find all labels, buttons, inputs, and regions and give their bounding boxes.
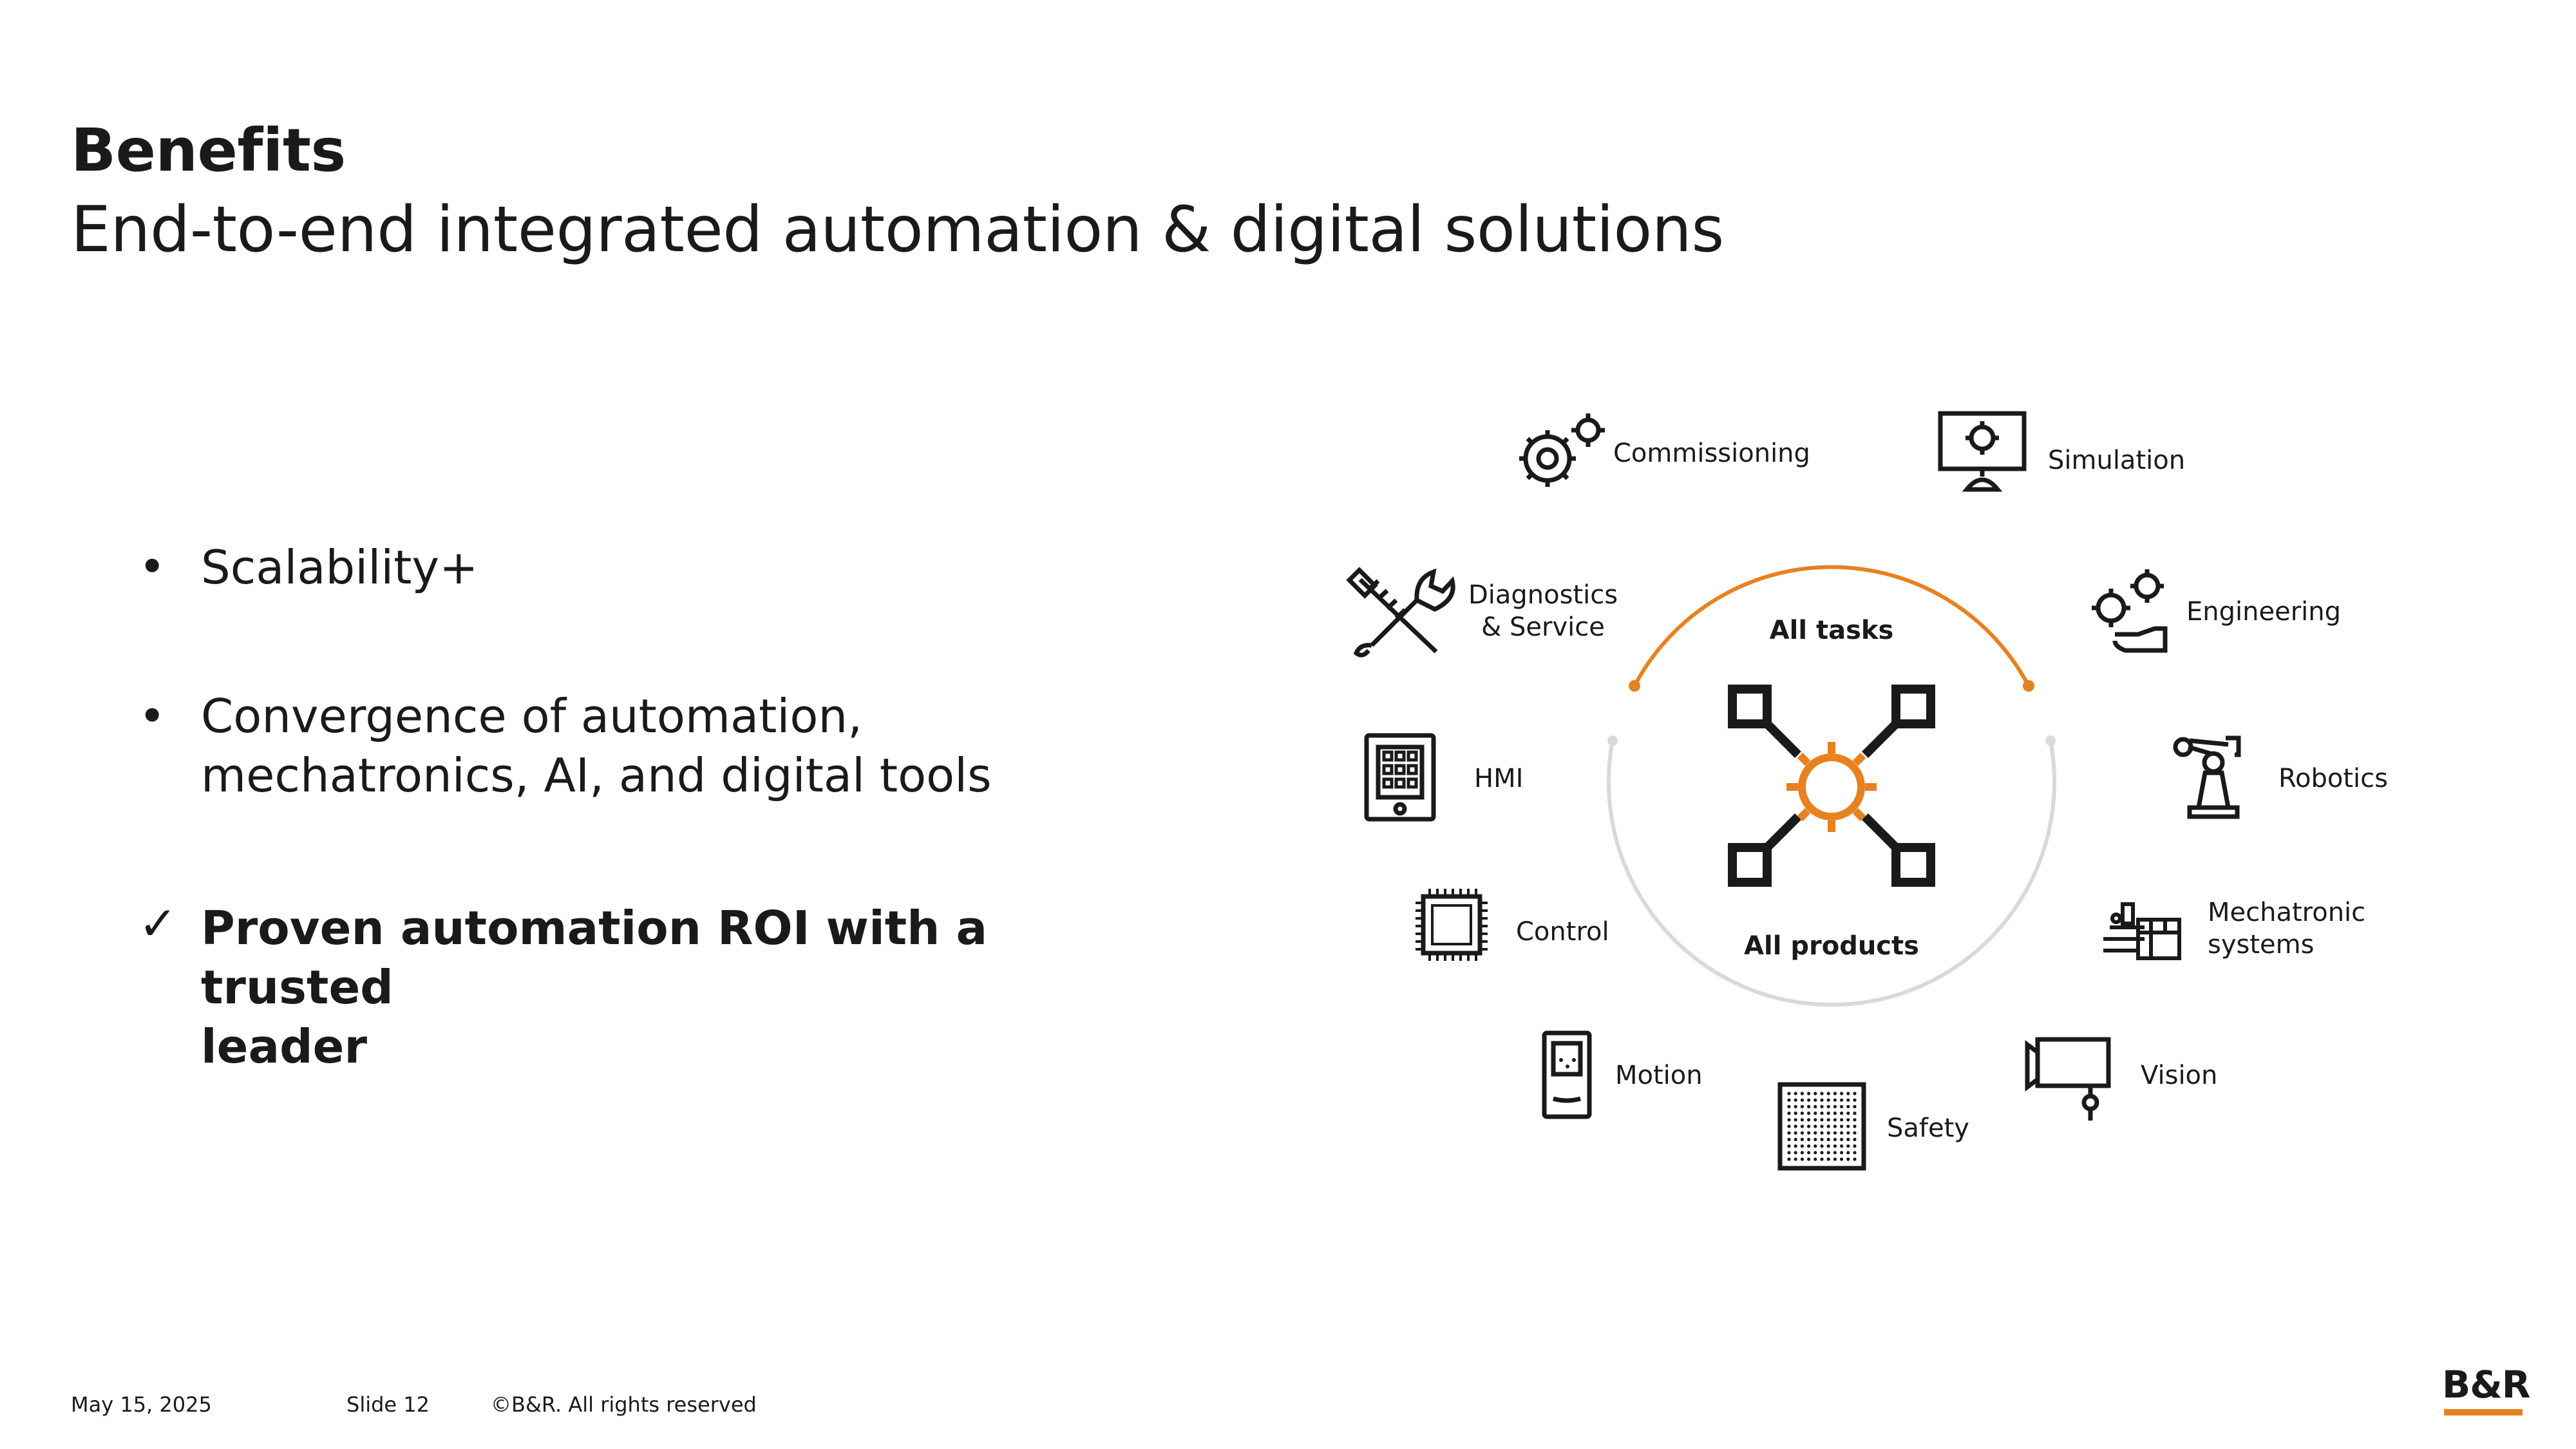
control-label: Control (1516, 917, 1609, 947)
mechatronic-label-line1: Mechatronic (2208, 898, 2365, 927)
bullet-text-line2: mechatronics, AI, and digital tools (201, 748, 992, 802)
safety-label: Safety (1887, 1113, 1969, 1143)
chip-icon (1416, 889, 1488, 961)
monitor-gear-icon (1938, 411, 2027, 492)
check-marker: ✓ (138, 896, 178, 951)
bullet-scalability: Scalability+ (201, 538, 1167, 597)
engineering-label: Engineering (2186, 597, 2341, 627)
slide-subtitle: End-to-end integrated automation & digit… (71, 193, 1724, 267)
robotics-node: Robotics (2173, 735, 2388, 819)
conveyor-icon (2103, 902, 2181, 960)
tools-icon (1346, 567, 1455, 658)
diagnostics-label-line2: & Service (1481, 612, 1605, 642)
grey-arc (1607, 740, 2056, 1007)
bullet-text-line2: leader (201, 1019, 367, 1074)
hmi-node: HMI (1364, 733, 1523, 822)
vision-label: Vision (2141, 1061, 2217, 1090)
commissioning-label: Commissioning (1613, 439, 1810, 468)
engineering-node: Engineering (2092, 569, 2341, 653)
bullet-text-line1: Convergence of automation, (201, 689, 862, 743)
camera-icon (2025, 1037, 2111, 1121)
gears-icon (1519, 413, 1605, 487)
safety-node: Safety (1777, 1082, 1969, 1171)
vision-node: Vision (2025, 1037, 2217, 1121)
orange-arc (1633, 565, 2031, 687)
all-tasks-label: All tasks (1770, 616, 1894, 645)
robot-arm-icon (2173, 735, 2241, 819)
diagnostics-node: Diagnostics & Service (1346, 567, 1618, 658)
drive-icon (1542, 1030, 1592, 1119)
bullet-roi: Proven automation ROI with a trusted lea… (201, 898, 1167, 1076)
bullet-text-line1: Proven automation ROI with a trusted (201, 901, 988, 1014)
footer-slide-number: Slide 12 (346, 1392, 430, 1417)
bullet-convergence: Convergence of automation, mechatronics,… (201, 687, 1167, 805)
commissioning-node: Commissioning (1519, 413, 1810, 487)
simulation-label: Simulation (2048, 446, 2185, 475)
all-products-label: All products (1744, 931, 1919, 961)
slide-title: Benefits (71, 116, 346, 185)
simulation-node: Simulation (1938, 411, 2185, 492)
mechatronic-node: Mechatronic systems (2103, 898, 2365, 960)
orange-arc-end-dot (1629, 680, 1640, 692)
bullet-marker: • (138, 540, 166, 594)
bullet-marker: • (138, 689, 166, 743)
motion-node: Motion (1542, 1030, 1703, 1119)
footer-date: May 15, 2025 (71, 1392, 212, 1417)
robotics-label: Robotics (2278, 764, 2388, 793)
hmi-label: HMI (1474, 764, 1523, 793)
footer-copyright: ©B&R. All rights reserved (491, 1392, 757, 1417)
brand-logo-underline (2444, 1409, 2523, 1416)
brand-logo: B&R (2442, 1363, 2530, 1406)
tablet-icon (1364, 733, 1436, 822)
diagnostics-label-line1: Diagnostics (1468, 580, 1618, 610)
mechatronic-label-line2: systems (2208, 930, 2314, 960)
bullet-text: Scalability+ (201, 540, 478, 594)
hand-gears-icon (2092, 569, 2168, 653)
control-node: Control (1416, 889, 1609, 961)
orange-arc-end-dot (2023, 680, 2034, 692)
grey-arc-end-dot (1607, 735, 1618, 746)
motion-label: Motion (1615, 1061, 1703, 1090)
safety-grid-icon (1777, 1082, 1866, 1171)
hub-icon (1728, 685, 1935, 887)
grey-arc-end-dot (2045, 735, 2056, 746)
